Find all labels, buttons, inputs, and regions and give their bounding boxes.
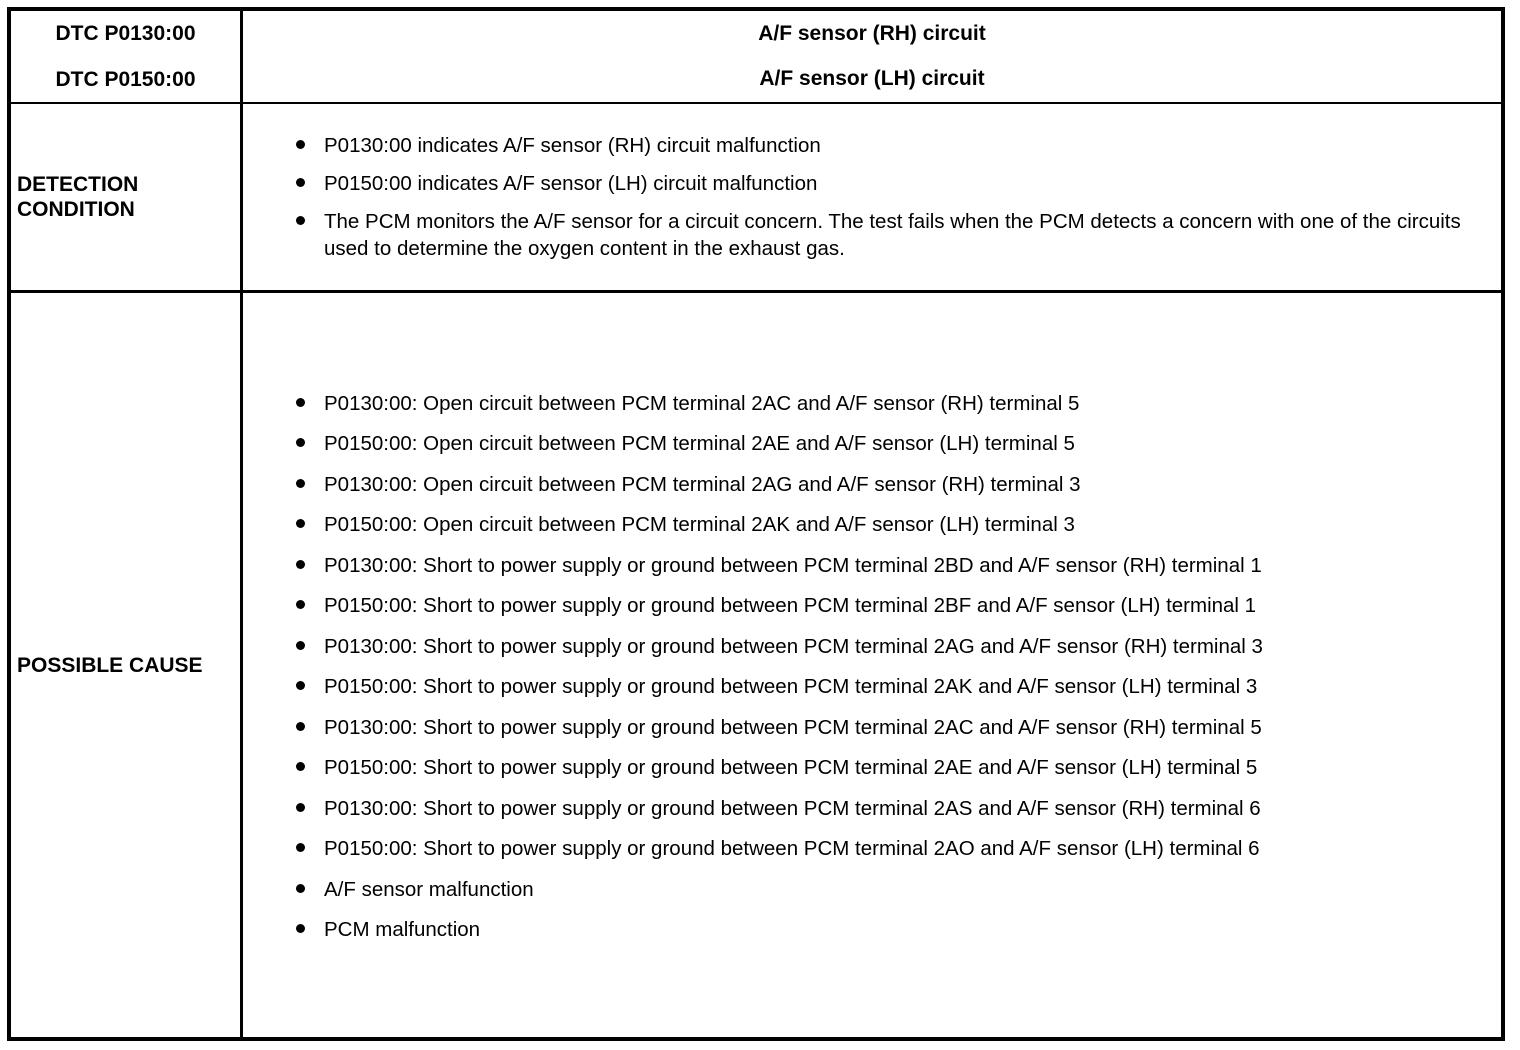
bullet-icon bbox=[296, 681, 305, 691]
list-item-text: P0130:00: Short to power supply or groun… bbox=[324, 634, 1263, 658]
bullet-icon bbox=[296, 438, 305, 448]
list-item: P0130:00: Short to power supply or groun… bbox=[243, 633, 1501, 660]
bullet-icon bbox=[296, 140, 305, 149]
bullet-icon bbox=[296, 883, 305, 893]
list-item-text: P0130:00: Open circuit between PCM termi… bbox=[324, 391, 1080, 415]
list-item-text: P0130:00 indicates A/F sensor (RH) circu… bbox=[324, 134, 821, 157]
bullet-icon bbox=[296, 762, 305, 772]
list-item: P0130:00: Short to power supply or groun… bbox=[243, 714, 1501, 741]
list-item-text: P0150:00: Short to power supply or groun… bbox=[324, 756, 1258, 780]
dtc-header-block: DTC P0130:00 DTC P0150:00 A/F sensor (RH… bbox=[11, 11, 1501, 102]
list-item: P0130:00 indicates A/F sensor (RH) circu… bbox=[243, 132, 1501, 159]
list-item: P0150:00: Open circuit between PCM termi… bbox=[243, 430, 1501, 457]
list-item: P0130:00: Short to power supply or groun… bbox=[243, 795, 1501, 822]
list-item: The PCM monitors the A/F sensor for a ci… bbox=[243, 208, 1501, 262]
list-item-text: P0130:00: Short to power supply or groun… bbox=[324, 553, 1262, 577]
detection-condition-bullet-list: P0130:00 indicates A/F sensor (RH) circu… bbox=[243, 119, 1501, 275]
list-item: P0130:00: Short to power supply or groun… bbox=[243, 552, 1501, 579]
list-item: PCM malfunction bbox=[243, 916, 1501, 943]
list-item-text: P0150:00: Short to power supply or groun… bbox=[324, 837, 1260, 861]
detection-condition-content: P0130:00 indicates A/F sensor (RH) circu… bbox=[243, 104, 1501, 290]
dtc-code-column: DTC P0130:00 DTC P0150:00 bbox=[11, 11, 243, 102]
list-item-text: P0150:00: Open circuit between PCM termi… bbox=[324, 432, 1075, 456]
list-item-text: A/F sensor malfunction bbox=[324, 877, 534, 901]
list-item-text: P0150:00 indicates A/F sensor (LH) circu… bbox=[324, 172, 818, 195]
list-item: P0130:00: Open circuit between PCM termi… bbox=[243, 390, 1501, 417]
list-item: P0150:00: Open circuit between PCM termi… bbox=[243, 511, 1501, 538]
possible-cause-row: POSSIBLE CAUSE P0130:00: Open circuit be… bbox=[11, 290, 1501, 1037]
possible-cause-bullet-list: P0130:00: Open circuit between PCM termi… bbox=[243, 367, 1501, 963]
dtc-title-lh: A/F sensor (LH) circuit bbox=[759, 67, 985, 91]
list-item: P0150:00: Short to power supply or groun… bbox=[243, 835, 1501, 862]
bullet-icon bbox=[296, 640, 305, 650]
list-item-text: P0150:00: Short to power supply or groun… bbox=[324, 675, 1258, 699]
bullet-icon bbox=[296, 924, 305, 934]
bullet-icon bbox=[296, 397, 305, 407]
detection-condition-row: DETECTION CONDITION P0130:00 indicates A… bbox=[11, 102, 1501, 290]
detection-condition-label: DETECTION CONDITION bbox=[17, 173, 139, 221]
list-item: P0130:00: Open circuit between PCM termi… bbox=[243, 471, 1501, 498]
dtc-title-rh: A/F sensor (RH) circuit bbox=[758, 21, 986, 45]
bullet-icon bbox=[296, 216, 305, 225]
bullet-icon bbox=[296, 519, 305, 529]
dtc-title-column: A/F sensor (RH) circuit A/F sensor (LH) … bbox=[243, 11, 1501, 102]
list-item: P0150:00: Short to power supply or groun… bbox=[243, 592, 1501, 619]
possible-cause-label: POSSIBLE CAUSE bbox=[17, 653, 203, 677]
possible-cause-label-cell: POSSIBLE CAUSE bbox=[11, 293, 243, 1037]
list-item-text: P0130:00: Short to power supply or groun… bbox=[324, 796, 1261, 820]
bullet-icon bbox=[296, 478, 305, 488]
list-item-text: P0150:00: Open circuit between PCM termi… bbox=[324, 513, 1075, 537]
list-item-text: P0130:00: Open circuit between PCM termi… bbox=[324, 472, 1081, 496]
list-item-text: P0130:00: Short to power supply or groun… bbox=[324, 715, 1262, 739]
bullet-icon bbox=[296, 721, 305, 731]
bullet-icon bbox=[296, 843, 305, 853]
detection-condition-label-cell: DETECTION CONDITION bbox=[11, 104, 243, 290]
list-item: P0150:00 indicates A/F sensor (LH) circu… bbox=[243, 170, 1501, 197]
dtc-table: DTC P0130:00 DTC P0150:00 A/F sensor (RH… bbox=[7, 7, 1505, 1041]
bullet-icon bbox=[296, 802, 305, 812]
list-item: A/F sensor malfunction bbox=[243, 876, 1501, 903]
bullet-icon bbox=[296, 178, 305, 187]
dtc-code-p0130: DTC P0130:00 bbox=[55, 22, 196, 46]
bullet-icon bbox=[296, 559, 305, 569]
dtc-code-p0150: DTC P0150:00 bbox=[55, 67, 196, 91]
possible-cause-content: P0130:00: Open circuit between PCM termi… bbox=[243, 293, 1501, 1037]
list-item: P0150:00: Short to power supply or groun… bbox=[243, 673, 1501, 700]
list-item-text: PCM malfunction bbox=[324, 918, 481, 942]
list-item-text: The PCM monitors the A/F sensor for a ci… bbox=[324, 210, 1461, 260]
list-item-text: P0150:00: Short to power supply or groun… bbox=[324, 594, 1257, 618]
bullet-icon bbox=[296, 600, 305, 610]
list-item: P0150:00: Short to power supply or groun… bbox=[243, 754, 1501, 781]
